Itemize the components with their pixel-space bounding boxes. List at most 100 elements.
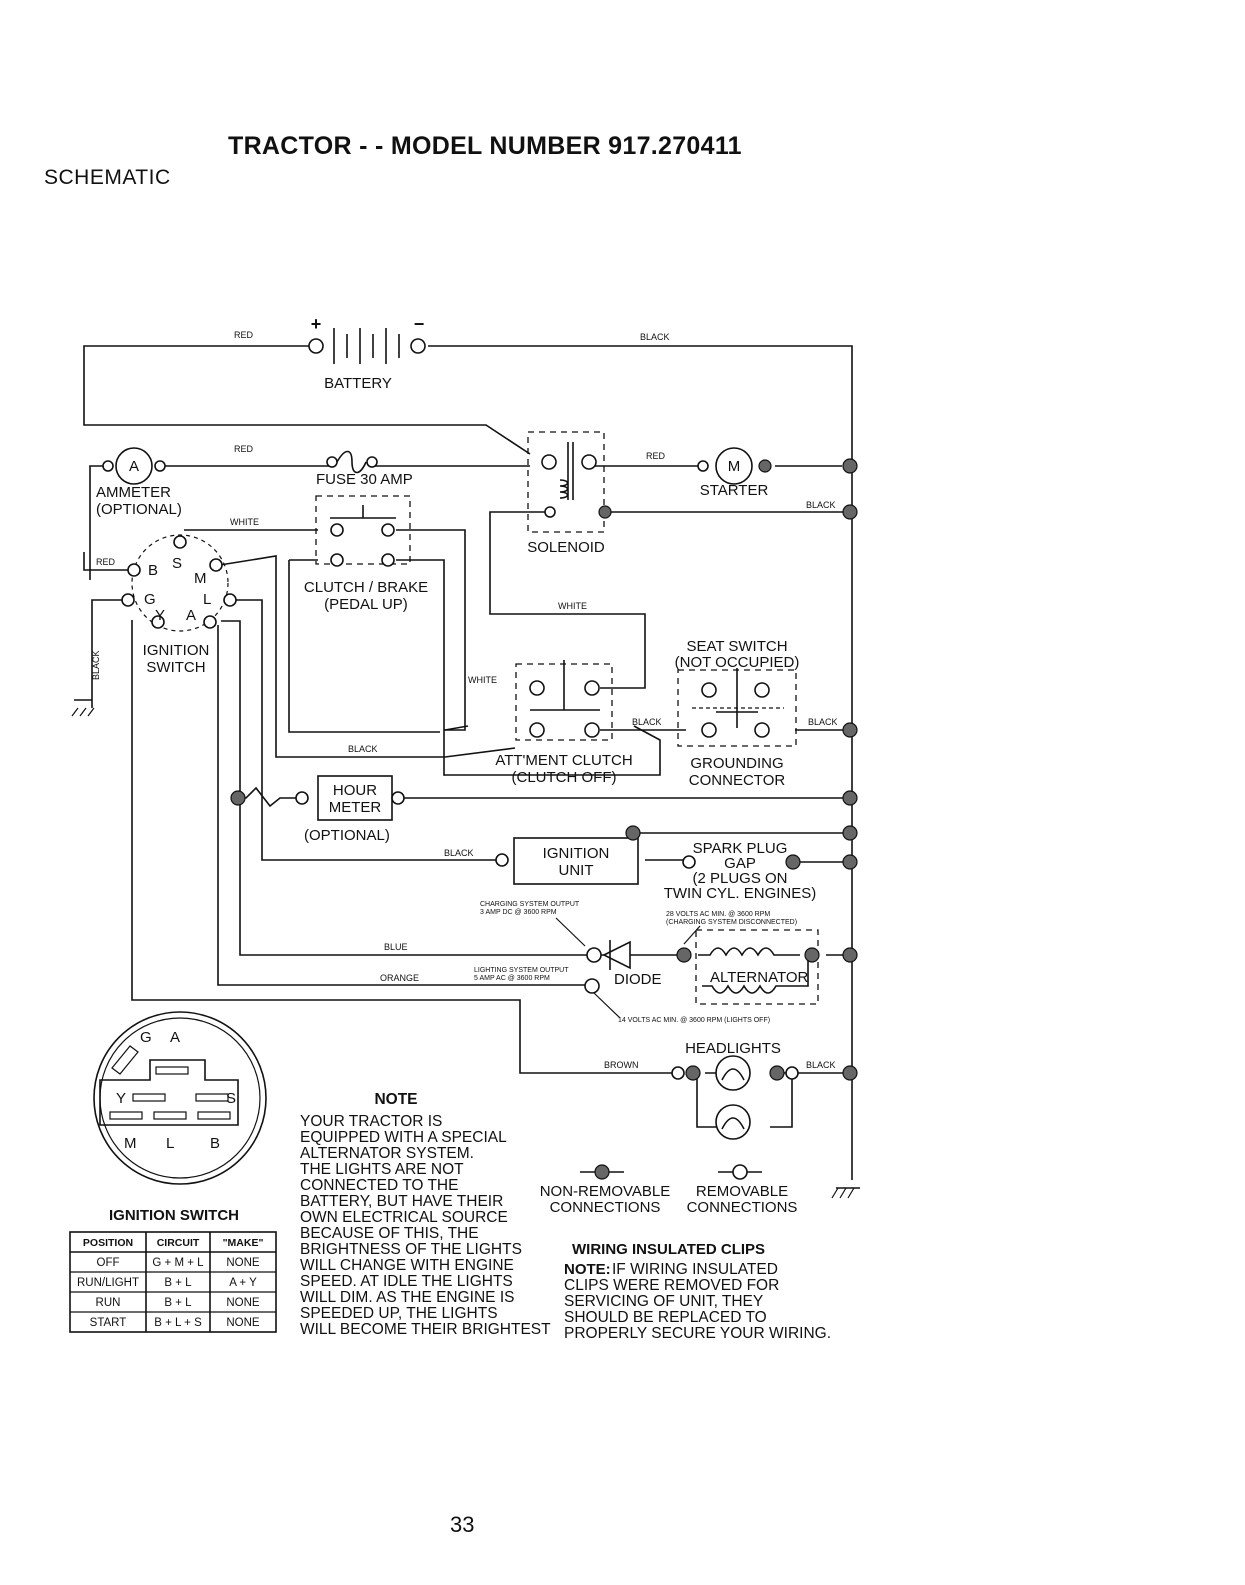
ignition-terminal-s: S: [172, 555, 182, 572]
ignition-terminal-g: G: [144, 591, 156, 608]
wire-label-red: RED: [234, 330, 254, 340]
ignition-switch-sub-label: SWITCH: [146, 659, 205, 676]
wire-label-black: BLACK: [806, 500, 836, 510]
note-block: NOTE YOUR TRACTOR IS EQUIPPED WITH A SPE…: [300, 1091, 551, 1338]
note-line: CONNECTED TO THE: [300, 1177, 458, 1194]
seat-switch-sub-label: (NOT OCCUPIED): [675, 654, 800, 671]
ammeter-optional-label: (OPTIONAL): [96, 501, 182, 518]
ignition-switch-table: POSITION CIRCUIT "MAKE" OFF G + M + L NO…: [69, 1231, 277, 1333]
wiring-clips-note: WIRING INSULATED CLIPS NOTE: IF WIRING I…: [564, 1241, 831, 1342]
battery-negative-terminal: [410, 338, 426, 354]
hour-meter-optional-label: (OPTIONAL): [304, 827, 390, 844]
headlights: HEADLIGHTS: [671, 1040, 799, 1140]
note-line: BATTERY, BUT HAVE THEIR: [300, 1193, 503, 1210]
wire-label-blue: BLUE: [384, 942, 408, 952]
seat-switch: SEAT SWITCH (NOT OCCUPIED) GROUNDING CON…: [675, 638, 800, 789]
legend-non-removable-sub: CONNECTIONS: [550, 1199, 661, 1216]
clips-line: IF WIRING INSULATED: [612, 1261, 778, 1278]
note-line: WILL CHANGE WITH ENGINE: [300, 1257, 514, 1274]
note-heading: NOTE: [374, 1091, 417, 1108]
spark-plug: SPARK PLUG GAP (2 PLUGS ON TWIN CYL. ENG…: [664, 840, 817, 902]
charging-output-label: CHARGING SYSTEM OUTPUT: [480, 901, 580, 908]
wire-color-labels: RED BLACK RED RED BLACK WHITE RED WHITE …: [91, 330, 838, 1070]
fuse-label: FUSE 30 AMP: [316, 471, 413, 488]
clips-note-label: NOTE:: [564, 1261, 611, 1278]
ammeter: A AMMETER (OPTIONAL): [96, 447, 182, 518]
connector-title: IGNITION SWITCH: [109, 1207, 239, 1224]
section-label: SCHEMATIC: [44, 166, 171, 189]
wire-label-red: RED: [234, 444, 254, 454]
table-cell: G + M + L: [152, 1257, 204, 1269]
ignition-unit-label: IGNITION: [543, 845, 610, 862]
wire-label-red: RED: [646, 451, 666, 461]
clips-heading: WIRING INSULATED CLIPS: [572, 1241, 765, 1258]
spark-plug-engine-label: TWIN CYL. ENGINES): [664, 885, 817, 902]
table-cell: START: [90, 1317, 127, 1329]
ignition-terminal-a: A: [186, 607, 196, 624]
spark-plug-label: SPARK PLUG: [693, 840, 788, 857]
note-line: WILL BECOME THEIR BRIGHTEST: [300, 1321, 551, 1338]
starter-label: STARTER: [700, 482, 769, 499]
spark-plug-gap-label: GAP: [724, 855, 756, 872]
battery-positive-terminal: [308, 338, 324, 354]
clips-line: SHOULD BE REPLACED TO: [564, 1309, 767, 1326]
connector-pin-m: M: [124, 1135, 137, 1152]
connection-legend: NON-REMOVABLE CONNECTIONS REMOVABLE CONN…: [540, 1164, 798, 1216]
ignition-switch-label: IGNITION: [143, 642, 210, 659]
volts-ac-lights-off-label: 14 VOLTS AC MIN. @ 3600 RPM (LIGHTS OFF): [618, 1017, 770, 1024]
clips-line: PROPERLY SECURE YOUR WIRING.: [564, 1325, 831, 1342]
wire-label-black: BLACK: [348, 744, 378, 754]
wire-label-white: WHITE: [558, 601, 587, 611]
legend-removable: REMOVABLE: [696, 1183, 788, 1200]
attachment-clutch-switch: ATT'MENT CLUTCH (CLUTCH OFF): [444, 660, 661, 786]
battery: + − BATTERY: [308, 314, 426, 392]
volts-ac-disconnected-label: 28 VOLTS AC MIN. @ 3600 RPM: [666, 911, 770, 918]
clips-line: SERVICING OF UNIT, THEY: [564, 1293, 763, 1310]
page-number: 33: [450, 1512, 475, 1537]
volts-ac-disconnected-note: (CHARGING SYSTEM DISCONNECTED): [666, 919, 797, 926]
connector-pin-s: S: [226, 1090, 236, 1107]
ammeter-label: AMMETER: [96, 484, 171, 501]
ignition-switch: B S M G L Y A IGNITION SWITCH: [121, 534, 237, 676]
note-line: SPEEDED UP, THE LIGHTS: [300, 1305, 498, 1322]
seat-switch-label: SEAT SWITCH: [686, 638, 787, 655]
starter-symbol: M: [728, 458, 741, 475]
clutch-brake-sub-label: (PEDAL UP): [324, 596, 408, 613]
connector-pin-g: G: [140, 1029, 152, 1046]
wire-label-black: BLACK: [806, 1060, 836, 1070]
hour-meter-sub-label: METER: [329, 799, 382, 816]
wire-label-black: BLACK: [444, 848, 474, 858]
ignition-unit-sub-label: UNIT: [559, 862, 594, 879]
battery-minus-sign: −: [414, 314, 425, 334]
removable-connection-symbol: [732, 1164, 748, 1180]
table-cell: NONE: [226, 1257, 260, 1269]
note-line: ALTERNATOR SYSTEM.: [300, 1145, 474, 1162]
connector-pin-y: Y: [116, 1090, 126, 1107]
note-line: YOUR TRACTOR IS: [300, 1113, 442, 1130]
wires: [71, 345, 860, 1199]
alternator-label: ALTERNATOR: [710, 969, 809, 986]
spark-plug-count-label: (2 PLUGS ON: [692, 870, 787, 887]
legend-non-removable: NON-REMOVABLE: [540, 1183, 671, 1200]
attachment-clutch-label: ATT'MENT CLUTCH: [495, 752, 632, 769]
diode-label: DIODE: [614, 971, 662, 988]
table-header-position: POSITION: [83, 1237, 133, 1249]
table-cell: RUN/LIGHT: [77, 1277, 139, 1289]
wire-label-black: BLACK: [808, 717, 838, 727]
note-line: WILL DIM. AS THE ENGINE IS: [300, 1289, 514, 1306]
table-cell: NONE: [226, 1297, 260, 1309]
table-cell: B + L: [164, 1297, 192, 1309]
hour-meter-label: HOUR: [333, 782, 377, 799]
wire-label-red: RED: [96, 557, 116, 567]
ignition-terminal-b: B: [148, 562, 158, 579]
non-removable-connection-symbol: [594, 1164, 610, 1180]
ammeter-symbol: A: [129, 458, 139, 475]
connector-pin-b: B: [210, 1135, 220, 1152]
charging-output-value: 3 AMP DC @ 3600 RPM: [480, 909, 557, 916]
table-header-circuit: CIRCUIT: [157, 1237, 200, 1249]
note-line: BECAUSE OF THIS, THE: [300, 1225, 479, 1242]
battery-plus-sign: +: [311, 314, 322, 334]
legend-removable-sub: CONNECTIONS: [687, 1199, 798, 1216]
charging-system: CHARGING SYSTEM OUTPUT 3 AMP DC @ 3600 R…: [474, 901, 820, 1024]
